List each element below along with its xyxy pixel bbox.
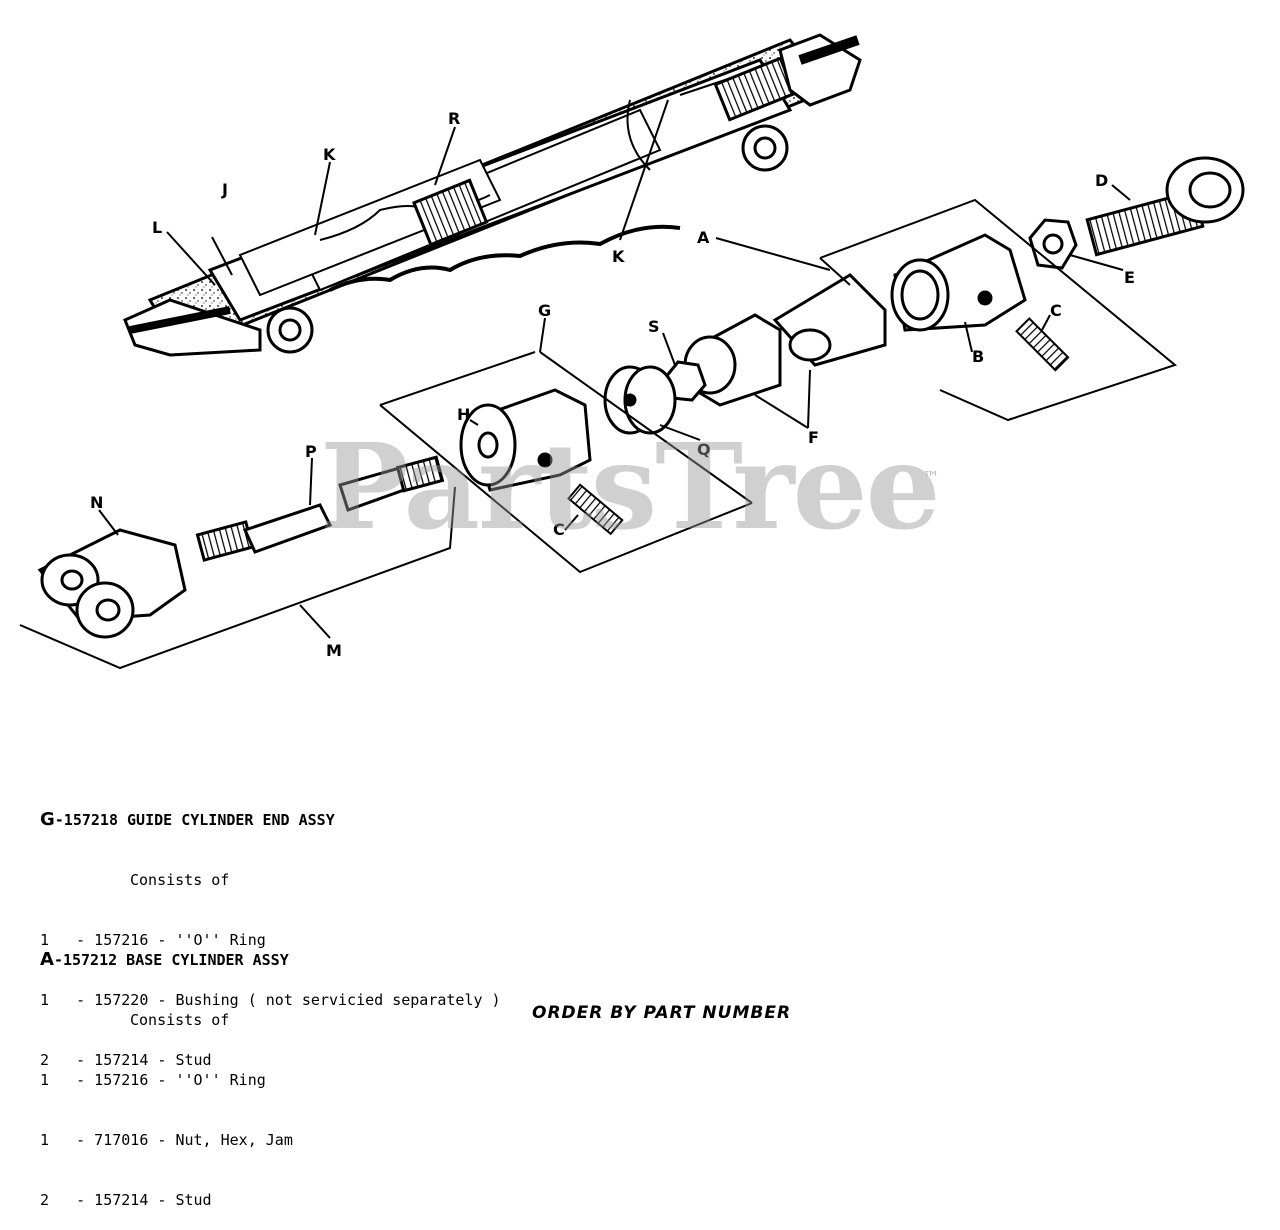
legend-qty: 1: [40, 1131, 50, 1149]
legend-title-row: A-157212 BASE CYLINDER ASSY: [40, 950, 293, 970]
legend-letter: A: [40, 949, 54, 970]
legend-text: - 717016 - Nut, Hex, Jam: [76, 1131, 293, 1149]
legend-item: 1 - 157220 - Bushing ( not servicied sep…: [40, 990, 501, 1010]
legend-text: - 157216 - ''O'' Ring: [76, 1071, 266, 1089]
part-c-stud-lower: [567, 483, 624, 536]
callout-h: H: [457, 405, 470, 424]
legend-qty: 1: [40, 931, 50, 949]
order-by-part-number: ORDER BY PART NUMBER: [532, 1003, 792, 1023]
legend-item: 1 - 157216 - ''O'' Ring: [40, 930, 501, 950]
legend-subtitle: Consists of: [130, 871, 230, 889]
callout-d: D: [1095, 171, 1108, 190]
assembled-cylinder: [123, 33, 862, 357]
callout-m: M: [326, 641, 342, 660]
callout-b: B: [972, 347, 984, 366]
watermark: PartsTree: [320, 417, 941, 556]
group-outlines: [19, 198, 1178, 670]
callout-f: F: [808, 428, 819, 447]
callout-c-lower: C: [553, 520, 565, 539]
legend-qty: 2: [40, 1191, 50, 1209]
trademark-symbol: ™: [922, 468, 940, 489]
part-q-bushing: [603, 365, 677, 435]
legend-item: 1 - 157216 - ''O'' Ring: [40, 1070, 293, 1090]
part-p-rod: [195, 455, 445, 562]
legend-qty: 1: [40, 991, 50, 1009]
part-n-clevis: [37, 528, 187, 639]
leader-lines: [98, 99, 1131, 639]
legend-letter: G: [40, 809, 55, 830]
callout-s: S: [648, 317, 660, 336]
callout-k-upper: K: [323, 145, 336, 164]
callout-k-lower: K: [612, 247, 625, 266]
callout-q: Q: [697, 440, 711, 459]
callout-c-right: C: [1050, 301, 1062, 320]
callout-a: A: [697, 228, 710, 247]
legend-title: -157212 BASE CYLINDER ASSY: [53, 951, 289, 969]
callout-e: E: [1124, 268, 1135, 287]
legend-title-row: G-157218 GUIDE CYLINDER END ASSY: [40, 810, 501, 830]
callout-r: R: [448, 109, 460, 128]
legend-base-cylinder: A-157212 BASE CYLINDER ASSY Consists of …: [40, 910, 293, 1230]
exploded-parts-diagram: J L K R K A D E C B F S Q G H C P N M: [19, 33, 1245, 670]
legend-subtitle: Consists of: [130, 1011, 230, 1029]
callout-j: J: [221, 180, 228, 199]
legend-text: - 157220 - Bushing ( not servicied separ…: [76, 991, 501, 1009]
legend-text: - 157214 - Stud: [76, 1191, 212, 1209]
callout-p: P: [305, 442, 317, 461]
part-f-sleeves: [683, 273, 887, 407]
part-h-guide-end: [459, 388, 592, 492]
legend-qty: 1: [40, 1071, 50, 1089]
part-e-jam-nut: [1028, 218, 1078, 270]
part-d-eye-bolt: [1085, 156, 1245, 257]
part-b-body: [890, 233, 1027, 332]
callout-l: L: [152, 218, 162, 237]
legend-item: 2 - 157214 - Stud: [40, 1190, 293, 1210]
legend-title: -157218 GUIDE CYLINDER END ASSY: [54, 811, 335, 829]
legend-text: - 157216 - ''O'' Ring: [76, 931, 266, 949]
part-c-stud-right: [1015, 317, 1070, 372]
legend-item: 1 - 717016 - Nut, Hex, Jam: [40, 1130, 293, 1150]
callout-n: N: [90, 493, 103, 512]
callout-g: G: [538, 301, 551, 320]
